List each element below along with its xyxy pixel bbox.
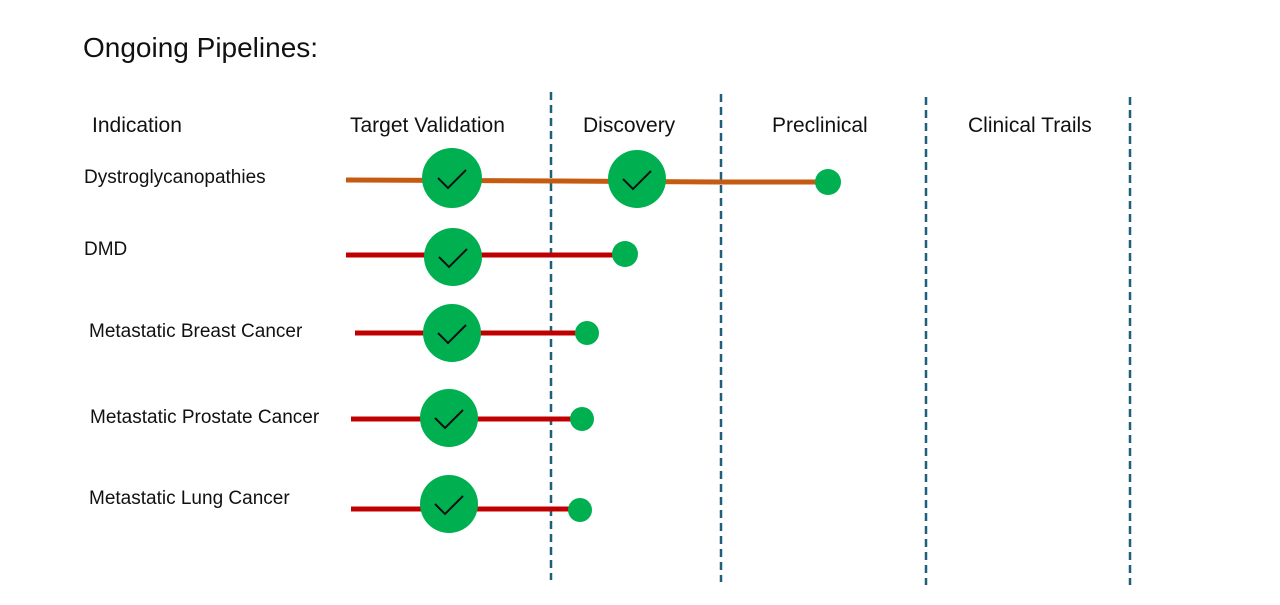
header-indication: Indication bbox=[92, 114, 182, 137]
dot-icon bbox=[575, 321, 599, 345]
row-label-metastatic-breast-cancer: Metastatic Breast Cancer bbox=[89, 321, 303, 342]
dot-icon bbox=[568, 498, 592, 522]
header-target-validation: Target Validation bbox=[350, 114, 505, 137]
row-label-dmd: DMD bbox=[84, 239, 128, 260]
dot-icon bbox=[815, 169, 841, 195]
check-circle-icon bbox=[420, 475, 478, 533]
pipeline-row-metastatic-prostate-cancer bbox=[351, 389, 594, 447]
row-label-metastatic-prostate-cancer: Metastatic Prostate Cancer bbox=[90, 407, 320, 428]
row-label-metastatic-lung-cancer: Metastatic Lung Cancer bbox=[89, 488, 290, 509]
pipeline-row-dmd bbox=[346, 228, 638, 286]
check-circle-icon bbox=[608, 150, 666, 208]
check-circle-icon bbox=[422, 148, 482, 208]
header-discovery: Discovery bbox=[583, 114, 676, 137]
dot-icon bbox=[570, 407, 594, 431]
pipeline-row-metastatic-lung-cancer bbox=[351, 475, 592, 533]
pipeline-row-dystroglycanopathies bbox=[345, 148, 841, 208]
progress-line bbox=[345, 177, 828, 185]
check-circle-icon bbox=[424, 228, 482, 286]
dot-icon bbox=[612, 241, 638, 267]
check-circle-icon bbox=[420, 389, 478, 447]
header-preclinical: Preclinical bbox=[772, 114, 868, 137]
page-title: Ongoing Pipelines: bbox=[83, 32, 319, 63]
check-circle-icon bbox=[423, 304, 481, 362]
header-clinical-trails: Clinical Trails bbox=[968, 114, 1092, 137]
row-label-dystroglycanopathies: Dystroglycanopathies bbox=[84, 167, 266, 188]
pipeline-row-metastatic-breast-cancer bbox=[355, 304, 599, 362]
